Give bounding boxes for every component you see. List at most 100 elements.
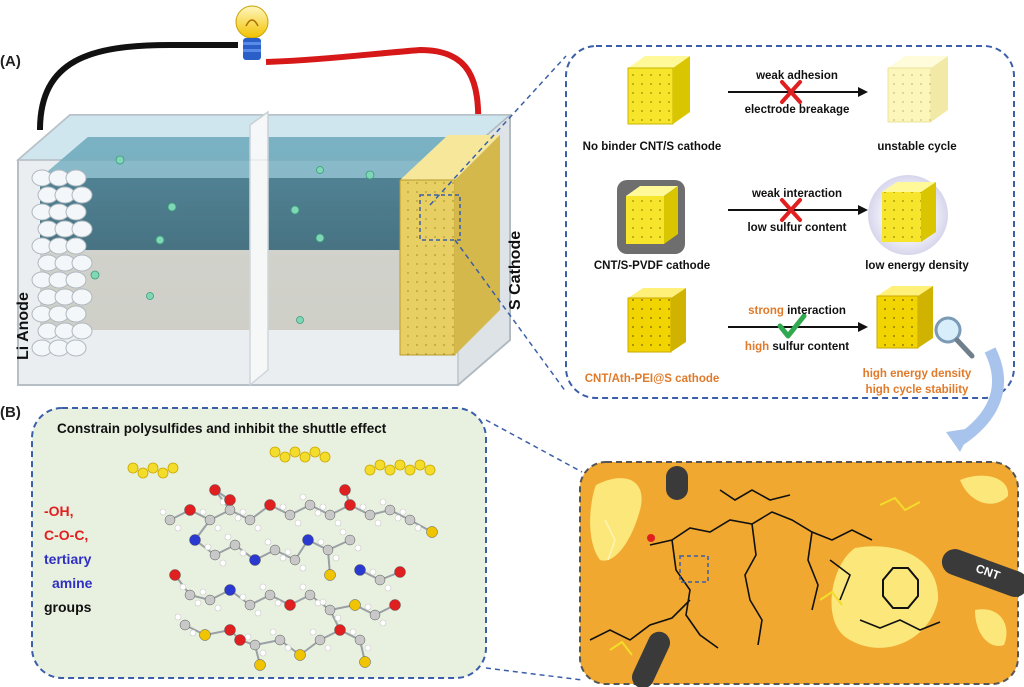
atom	[314, 634, 326, 646]
row3-bottom-text: high sulfur content	[745, 341, 849, 353]
magnifier-icon	[934, 316, 975, 359]
cathode-label: S Cathode	[507, 231, 524, 310]
light-bulb-icon	[235, 5, 269, 60]
atom	[324, 509, 336, 521]
hydrogen-atom	[239, 508, 247, 516]
hydrogen-atom	[179, 583, 187, 591]
atom	[229, 539, 241, 551]
hydrogen-atom	[294, 519, 302, 527]
hydrogen-atom	[399, 508, 407, 516]
high-word: high	[745, 341, 769, 353]
hydrogen-atom	[269, 628, 277, 636]
li-anode-block	[31, 169, 93, 357]
atom	[304, 589, 316, 601]
hydrogen-atom	[354, 544, 362, 552]
hydrogen-atom	[369, 568, 377, 576]
lithium-ions	[90, 155, 375, 324]
check-icon	[777, 313, 807, 339]
atom	[224, 624, 236, 636]
hydrogen-atom	[334, 614, 342, 622]
hydrogen-atom	[244, 633, 252, 641]
row1-top-text: weak adhesion	[755, 70, 838, 82]
hydrogen-atom	[239, 549, 247, 557]
molecule-panel	[31, 407, 487, 679]
panel-b-label: (B)	[0, 404, 21, 421]
atom	[404, 514, 416, 526]
atom	[284, 599, 296, 611]
cube-low-energy	[868, 175, 948, 255]
atom	[179, 619, 191, 631]
hydrogen-atom	[359, 503, 367, 511]
hydrogen-atom	[339, 528, 347, 536]
anode-cell	[65, 169, 87, 187]
row1-bottom-text: electrode breakage	[745, 104, 850, 116]
cross-icon	[780, 80, 802, 104]
atom	[164, 514, 176, 526]
hydrogen-atom	[317, 538, 325, 546]
hydrogen-atom	[219, 559, 227, 567]
row2-right-caption: low energy density	[865, 260, 969, 272]
atom	[304, 499, 316, 511]
wire-positive	[265, 46, 482, 131]
zoom-line	[485, 667, 583, 681]
hydrogen-atom	[374, 519, 382, 527]
anode-label: Li Anode	[15, 292, 32, 360]
hydrogen-atom	[279, 503, 287, 511]
row1-right-caption: unstable cycle	[877, 141, 956, 153]
anode-cell	[71, 186, 93, 204]
cnt-rod	[941, 549, 1024, 597]
hydrogen-atom	[414, 524, 422, 532]
hydrogen-atom	[214, 524, 222, 532]
atom	[184, 504, 196, 516]
hydrogen-atom	[284, 548, 292, 556]
atom	[264, 499, 276, 511]
sulfur-content-word: sulfur content	[769, 341, 849, 353]
atom	[209, 549, 221, 561]
zoom-line	[429, 55, 567, 206]
comparison-panel	[565, 45, 1015, 399]
hydrogen-atom	[309, 628, 317, 636]
anode-cell	[71, 322, 93, 340]
atom	[374, 574, 386, 586]
wire-negative	[37, 42, 238, 131]
s8-ring	[882, 567, 919, 609]
hydrogen-atom	[214, 604, 222, 612]
atom	[199, 629, 211, 641]
atom	[249, 639, 261, 651]
hydrogen-atom	[264, 538, 272, 546]
hydrogen-atom	[279, 554, 287, 562]
atom	[322, 544, 334, 556]
atom	[204, 594, 216, 606]
hydrogen-atom	[199, 588, 207, 596]
hydrogen-atom	[159, 508, 167, 516]
atom	[349, 599, 361, 611]
atom	[354, 634, 366, 646]
anode-cell	[65, 305, 87, 323]
hydrogen-atom	[204, 543, 212, 551]
hydrogen-atom	[239, 593, 247, 601]
legend-oh: -OH,	[44, 503, 74, 519]
hydrogen-atom	[299, 564, 307, 572]
atom	[189, 534, 201, 546]
hydrogen-atom	[324, 644, 332, 652]
polysulfide-chains	[127, 446, 436, 479]
atom	[249, 554, 261, 566]
hydrogen-atom	[174, 613, 182, 621]
legend-tertiary: tertiary	[44, 551, 92, 567]
legend-coc: C-O-C,	[44, 527, 88, 543]
atom	[289, 554, 301, 566]
atom	[184, 589, 196, 601]
row2-bottom-text: low sulfur content	[747, 222, 846, 234]
hydrogen-atom	[259, 583, 267, 591]
atom	[209, 484, 221, 496]
atom	[369, 609, 381, 621]
atom	[394, 566, 406, 578]
atom	[354, 564, 366, 576]
hydrogen-atom	[314, 509, 322, 517]
hydrogen-atom	[224, 533, 232, 541]
atom	[204, 514, 216, 526]
hydrogen-atom	[259, 649, 267, 657]
cnt-rod	[666, 466, 688, 500]
arrow-row-2	[728, 205, 868, 215]
legend-groups: groups	[44, 599, 92, 615]
